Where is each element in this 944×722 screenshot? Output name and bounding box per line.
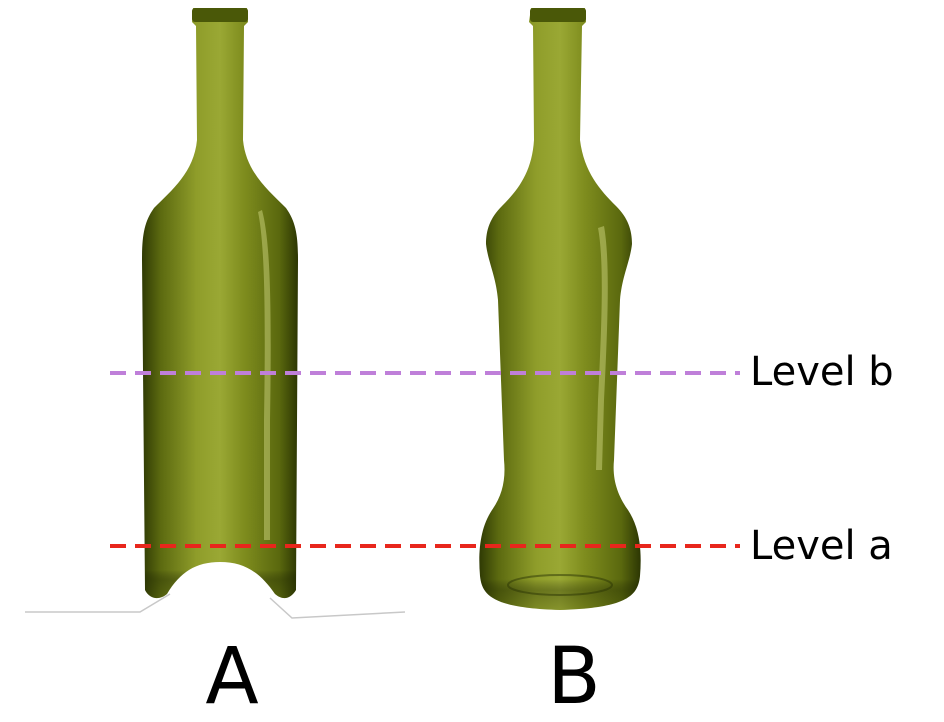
level-b-label: Level b [750,349,894,395]
bottle-a-highlight [258,210,271,540]
bottle-b-label: B [547,632,601,722]
bottle-b-lip [530,8,586,22]
bottle-a-label: A [205,632,259,722]
bottle-b-highlight [596,226,608,470]
bottle-a-lip [192,8,248,22]
bottle-a [142,8,298,599]
bottle-b-shade [479,470,641,610]
bottle-b-body [479,8,641,610]
level-a-label: Level a [750,523,893,569]
bottle-b-base-ring [507,574,613,596]
bottle-a-body [142,8,298,599]
bottle-a-shade [145,470,296,599]
bottle-b [479,8,641,610]
surface-line [25,593,406,619]
